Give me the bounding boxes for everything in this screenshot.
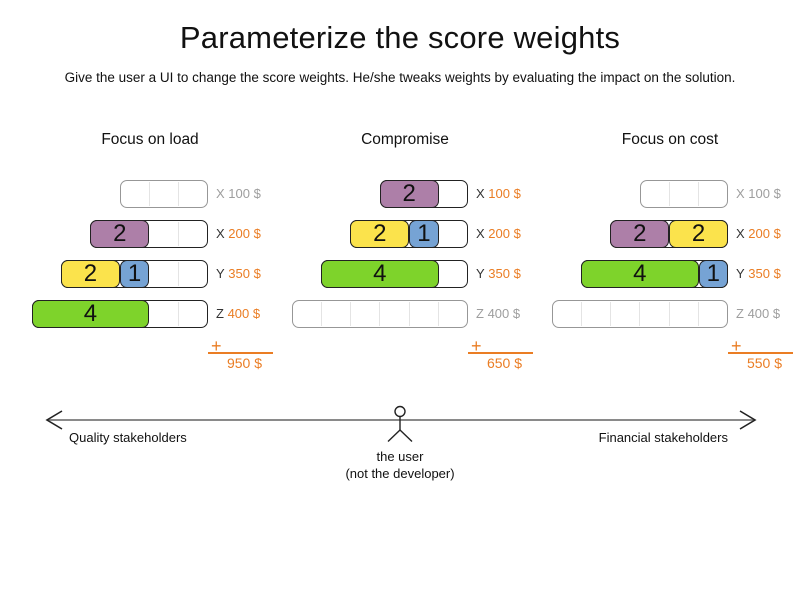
row-price: 400 $: [483, 306, 521, 321]
row-price: 400 $: [223, 306, 261, 321]
row-letter: Z: [476, 306, 484, 321]
row-letter: Z: [216, 306, 224, 321]
row-price: 350 $: [744, 266, 781, 281]
sum-line: [468, 352, 533, 354]
page-title: Parameterize the score weights: [179, 20, 621, 55]
cell-divider-line: [698, 302, 700, 326]
user-sublabel: (not the developer): [345, 466, 455, 481]
cell-divider-line: [408, 302, 410, 326]
weight-track: [639, 180, 728, 208]
weight-block: 4: [321, 260, 439, 288]
cell-divider-line: [668, 182, 670, 206]
row-letter: Y: [476, 266, 485, 281]
row-label: X 100 $: [216, 180, 261, 208]
cell-divider-line: [320, 302, 322, 326]
row-label: X 200 $: [476, 220, 521, 248]
row-letter: Z: [736, 306, 744, 321]
column-title: Focus on cost: [621, 131, 719, 148]
stakeholder-axis: [45, 405, 757, 443]
arrow-left-icon: [45, 410, 63, 430]
row-label: X 100 $: [736, 180, 781, 208]
arrow-right-icon: [739, 410, 757, 430]
row-price: 350 $: [224, 266, 261, 281]
row-label: Y 350 $: [216, 260, 261, 288]
weight-block: 1: [409, 220, 439, 248]
row-letter: X: [476, 226, 485, 241]
sum-line: [728, 352, 793, 354]
quality-stakeholders-label: Quality stakeholders: [69, 430, 187, 445]
row-price: 100 $: [744, 186, 781, 201]
weight-block: 1: [119, 260, 150, 288]
weight-block: 4: [581, 260, 699, 288]
plus-sign: +: [211, 336, 222, 356]
weight-block: 2: [350, 220, 410, 248]
row-price: 200 $: [744, 226, 781, 241]
sum-total: 650 $: [486, 355, 523, 371]
column-title: Compromise: [361, 131, 449, 148]
user-stick-figure-icon: [387, 405, 413, 443]
row-label: Y 350 $: [476, 260, 521, 288]
row-letter: Y: [216, 266, 225, 281]
sum-line: [208, 352, 273, 354]
cell-divider-line: [178, 222, 180, 246]
cell-divider-line: [438, 302, 440, 326]
sum-total: 950 $: [226, 355, 263, 371]
cell-divider-line: [178, 262, 180, 286]
cell-divider-line: [148, 182, 150, 206]
row-label: X 200 $: [216, 220, 261, 248]
row-label: Z 400 $: [216, 300, 260, 328]
cell-divider-line: [178, 182, 180, 206]
weight-track: [119, 180, 208, 208]
user-label: the user: [376, 449, 424, 464]
cell-divider-line: [349, 302, 351, 326]
row-price: 100 $: [224, 186, 261, 201]
row-letter: X: [736, 226, 745, 241]
row-price: 100 $: [484, 186, 521, 201]
row-letter: X: [216, 226, 225, 241]
cell-divider-line: [698, 182, 700, 206]
sum-total: 550 $: [746, 355, 783, 371]
weight-block: 2: [669, 220, 728, 248]
row-letter: X: [216, 186, 225, 201]
row-price: 400 $: [743, 306, 781, 321]
weight-block: 2: [610, 220, 670, 248]
cell-divider-line: [609, 302, 611, 326]
row-label: Z 400 $: [736, 300, 780, 328]
weight-block: 4: [31, 300, 150, 328]
weight-block: 2: [61, 260, 120, 288]
row-price: 350 $: [484, 266, 521, 281]
weight-block: 2: [90, 220, 150, 248]
cell-divider-line: [668, 302, 670, 326]
financial-stakeholders-label: Financial stakeholders: [598, 430, 728, 445]
row-label: X 100 $: [476, 180, 521, 208]
row-price: 200 $: [484, 226, 521, 241]
row-label: Z 400 $: [476, 300, 520, 328]
plus-sign: +: [731, 336, 742, 356]
cell-divider-line: [580, 302, 582, 326]
row-letter: Y: [736, 266, 745, 281]
column-title: Focus on load: [101, 131, 199, 148]
row-label: X 200 $: [736, 220, 781, 248]
row-letter: X: [476, 186, 485, 201]
weight-block: 2: [379, 180, 439, 208]
row-label: Y 350 $: [736, 260, 781, 288]
plus-sign: +: [471, 336, 482, 356]
weight-block: 1: [698, 260, 728, 288]
page-subtitle: Give the user a UI to change the score w…: [64, 70, 736, 85]
cell-divider-line: [379, 302, 381, 326]
row-price: 200 $: [224, 226, 261, 241]
row-letter: X: [736, 186, 745, 201]
cell-divider-line: [178, 302, 180, 326]
cell-divider-line: [639, 302, 641, 326]
